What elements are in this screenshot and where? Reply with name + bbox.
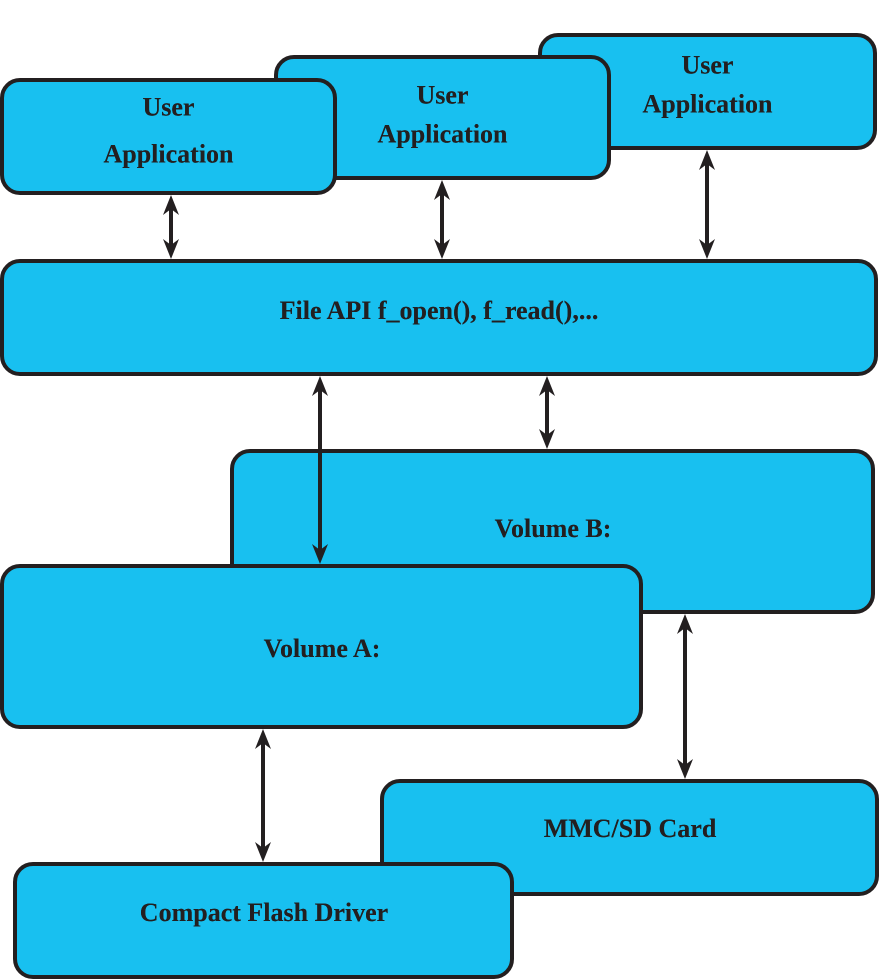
node-label-line: Volume A: [264, 634, 381, 663]
node-mmc-sd-card: MMC/SD Card [380, 779, 879, 896]
arrowhead-up-icon [163, 195, 179, 215]
arrows-overlay [163, 150, 715, 862]
edge-file-api-to-volume-b [539, 376, 555, 449]
node-box [0, 259, 878, 376]
node-label-line: Compact Flash Driver [140, 898, 388, 927]
node-label: Volume A: [264, 634, 381, 663]
arrowhead-down-icon [163, 239, 179, 259]
node-label: File API f_open(), f_read(),... [280, 296, 599, 325]
edge-user-app-1-to-file-api [163, 195, 179, 259]
node-label-line: Application [377, 119, 508, 148]
node-box [0, 564, 643, 729]
node-label: MMC/SD Card [544, 814, 717, 843]
node-label-line: User [417, 80, 469, 109]
node-label-line: Application [103, 139, 234, 168]
edge-volume-a-to-compact-flash-driver [255, 729, 271, 862]
arrowhead-down-icon [699, 239, 715, 259]
node-label: Compact Flash Driver [140, 898, 388, 927]
node-label: MMC/SD Card [544, 814, 717, 843]
edge-file-api-to-volume-a [312, 376, 328, 564]
node-label-line: MMC/SD Card [544, 814, 717, 843]
node-label-line: Volume B: [495, 514, 612, 543]
node-label-line: Application [377, 119, 508, 148]
edge-volume-b-to-mmc-sd-card [677, 614, 693, 779]
edge-user-app-2-to-file-api [434, 180, 450, 259]
node-box [13, 862, 514, 979]
node-label-line: Application [103, 139, 234, 168]
arrowhead-up-icon [434, 180, 450, 200]
node-label-line: User [143, 92, 195, 121]
node-label-line: User [682, 50, 734, 79]
arrowhead-up-icon [255, 729, 271, 749]
node-label: Volume B: [495, 514, 612, 543]
node-label-line: User [417, 80, 469, 109]
node-label-line: Volume A: [264, 634, 381, 663]
arrowhead-up-icon [312, 376, 328, 396]
arrowhead-down-icon [255, 842, 271, 862]
node-label-line: File API f_open(), f_read(),... [280, 296, 599, 325]
node-box [380, 779, 879, 896]
node-label-line: Application [642, 89, 773, 118]
arrowhead-up-icon [677, 614, 693, 634]
node-label-line: File API f_open(), f_read(),... [280, 296, 599, 325]
node-label: Volume A: [264, 634, 381, 663]
node-box [0, 78, 337, 195]
arrowhead-down-icon [677, 759, 693, 779]
node-file-api: File API f_open(), f_read(),... [0, 259, 878, 376]
node-label-line: Compact Flash Driver [140, 898, 388, 927]
node-volume-a: Volume A: [0, 564, 643, 729]
arrowhead-up-icon [539, 376, 555, 396]
node-label-line: Application [642, 89, 773, 118]
node-label: Compact Flash Driver [140, 898, 388, 927]
node-label-line: User [143, 92, 195, 121]
arrowhead-down-icon [434, 239, 450, 259]
arrowhead-down-icon [312, 544, 328, 564]
arrowhead-up-icon [699, 150, 715, 170]
node-label-line: MMC/SD Card [544, 814, 717, 843]
node-label: Volume B: [495, 514, 612, 543]
node-label-line: User [682, 50, 734, 79]
node-compact-flash-driver: Compact Flash Driver [13, 862, 514, 979]
edge-user-app-3-to-file-api [699, 150, 715, 259]
node-label: File API f_open(), f_read(),... [280, 296, 599, 325]
arrowhead-down-icon [539, 429, 555, 449]
node-label-line: Volume B: [495, 514, 612, 543]
